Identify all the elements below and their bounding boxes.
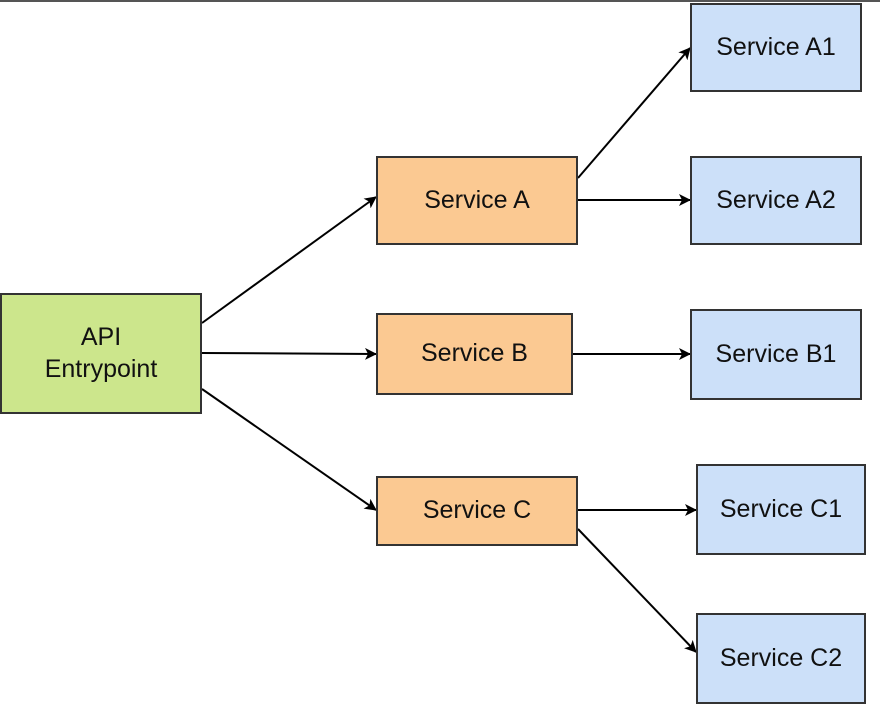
node-service-c2[interactable]: Service C2 [696, 613, 866, 704]
node-service-a[interactable]: Service A [376, 156, 578, 245]
edge-api-to-service-c [201, 388, 377, 511]
node-label: Service B1 [715, 339, 837, 368]
node-service-a1[interactable]: Service A1 [690, 3, 862, 92]
edge-service-a-to-a1 [577, 47, 691, 179]
node-service-b[interactable]: Service B [376, 313, 573, 395]
node-label: Service C [422, 496, 532, 525]
node-label: API Entrypoint [44, 323, 158, 383]
node-service-c[interactable]: Service C [376, 476, 578, 546]
node-label: Service A1 [716, 32, 836, 61]
node-label: Service B [421, 339, 528, 368]
node-label: Service A2 [716, 185, 836, 214]
edge-api-to-service-b [201, 347, 377, 360]
node-service-b1[interactable]: Service B1 [690, 309, 862, 400]
node-service-c1[interactable]: Service C1 [696, 464, 866, 555]
node-label: Service A [424, 185, 530, 214]
node-label: Service C2 [719, 643, 843, 672]
edge-service-c-to-c2 [577, 528, 697, 653]
top-border [0, 0, 880, 2]
edge-api-to-service-a [201, 196, 377, 324]
node-label: Service C1 [719, 494, 843, 523]
node-api-entrypoint[interactable]: API Entrypoint [0, 293, 202, 414]
node-service-a2[interactable]: Service A2 [690, 156, 862, 245]
